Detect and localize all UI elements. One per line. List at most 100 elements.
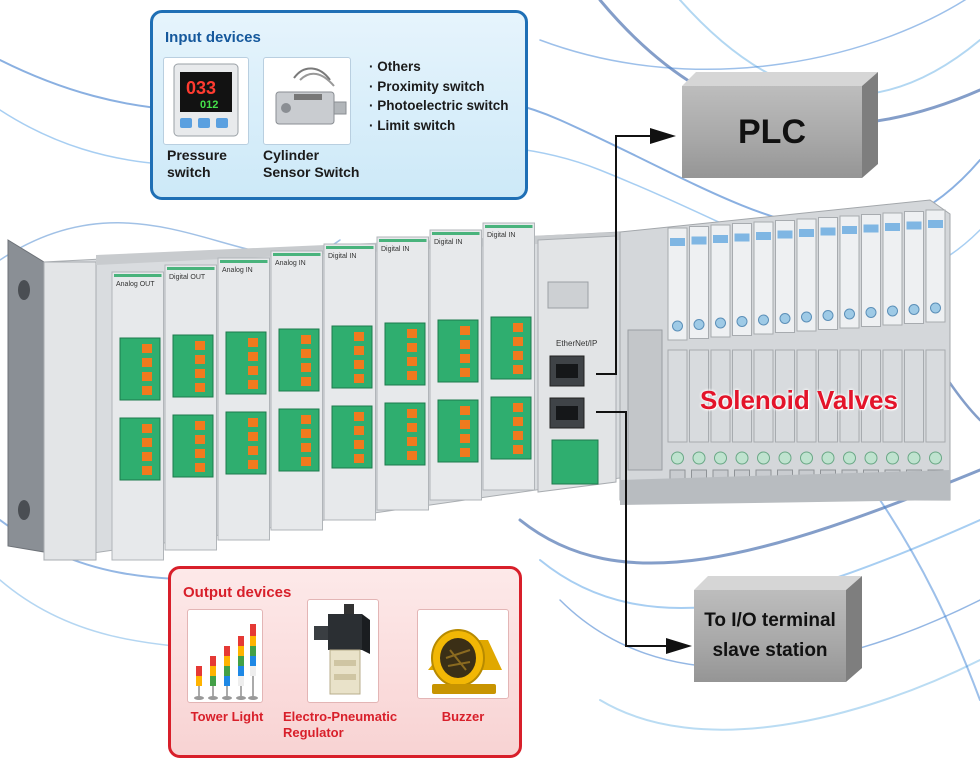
terminal-block <box>490 316 532 380</box>
valve-button <box>715 317 726 329</box>
plc-label: PLC <box>682 86 862 178</box>
valve-coil <box>732 223 752 336</box>
valve-body <box>796 349 817 443</box>
terminal-lever <box>301 415 311 424</box>
module-stripe <box>326 246 374 249</box>
terminal-block <box>437 399 479 463</box>
io-module: Digital OUT <box>164 264 217 551</box>
valve-stations <box>667 209 946 493</box>
terminal-lever <box>460 340 470 349</box>
cylinder-sensor-icon <box>275 67 347 125</box>
terminal-lever <box>513 323 523 332</box>
valve-station <box>861 214 881 493</box>
valve-station <box>667 227 688 493</box>
cylinder-sensor-line2: Sensor Switch <box>263 164 360 180</box>
regulator-label: Electro-Pneumatic Regulator <box>283 709 403 741</box>
terminal-lever <box>301 377 311 386</box>
valve-body <box>861 349 881 443</box>
valve-station <box>839 215 860 493</box>
module-label: Digital IN <box>381 246 409 253</box>
valve-body <box>753 349 774 443</box>
bullet-photoelectric-switch: · Photoelectric switch <box>369 98 509 113</box>
valve-coil <box>904 211 924 324</box>
valve-coil <box>796 218 817 332</box>
valve-port <box>886 451 899 465</box>
valve-indicator <box>863 224 879 233</box>
terminal-lever <box>460 420 470 429</box>
terminal-lever <box>407 423 417 432</box>
io-module: Digital IN <box>376 236 429 511</box>
valve-indicator <box>885 223 900 231</box>
module-label: Digital IN <box>487 232 515 239</box>
valve-button <box>908 304 920 315</box>
terminal-lever <box>301 363 311 372</box>
terminal-block <box>172 414 214 478</box>
bullet-proximity-switch: · Proximity switch <box>369 78 485 94</box>
cylinder-sensor-line1: Cylinder <box>263 147 320 163</box>
module-stripe <box>273 253 321 256</box>
valve-coil <box>861 214 881 327</box>
arrow-to-slave-icon <box>666 638 692 654</box>
terminal-block <box>331 405 373 469</box>
module-stripe <box>432 232 480 235</box>
terminal-lever <box>301 349 311 358</box>
valve-button <box>779 313 791 324</box>
terminal-block <box>384 322 426 386</box>
valve-port <box>671 451 684 465</box>
pressure-switch-icon: 033 012 <box>173 63 239 137</box>
pressure-switch-image: 033 012 <box>163 57 249 145</box>
module-face <box>111 271 164 561</box>
valve-coil <box>753 221 774 335</box>
terminal-lever <box>460 448 470 457</box>
solenoid-valves-label: Solenoid Valves <box>700 385 898 415</box>
terminal-block <box>437 319 479 383</box>
terminal-lever <box>460 326 470 335</box>
terminal-lever <box>354 440 364 449</box>
slave-station-box: To I/O terminal slave station <box>694 576 862 698</box>
valve-body <box>710 349 731 443</box>
pressure-switch-label: Pressure switch <box>167 147 227 181</box>
valve-coil <box>689 226 709 339</box>
terminal-lever <box>195 421 205 430</box>
valve-body <box>925 349 946 443</box>
valve-body <box>818 349 838 443</box>
buzzer-image <box>417 609 509 699</box>
terminal-lever <box>407 371 417 380</box>
module-stripe <box>485 225 533 228</box>
module-face <box>217 257 270 541</box>
module-label: Digital OUT <box>169 274 206 281</box>
terminal-lever <box>407 329 417 338</box>
module-label: Analog IN <box>222 267 253 274</box>
module-stripe <box>167 267 215 270</box>
terminal-lever <box>407 343 417 352</box>
valve-coil <box>775 220 795 333</box>
terminal-lever <box>142 452 152 461</box>
pressure-switch-line2: switch <box>167 164 211 180</box>
terminal-lever <box>248 352 258 361</box>
valve-port <box>864 451 878 465</box>
valve-station <box>710 224 731 493</box>
terminal-lever <box>142 344 152 353</box>
slave-station-line1: To I/O terminal <box>704 610 836 631</box>
valve-button <box>758 314 769 326</box>
terminal-lever <box>407 437 417 446</box>
ethernet-port-out[interactable] <box>549 397 585 429</box>
pressure-display-sub: 012 <box>200 99 218 111</box>
valve-body <box>667 349 688 443</box>
valve-port <box>907 451 921 465</box>
terminal-block <box>278 408 320 472</box>
terminal-lever <box>195 369 205 378</box>
valve-indicator <box>820 227 836 236</box>
valve-port <box>929 451 942 465</box>
output-devices-title: Output devices <box>183 584 292 601</box>
terminal-lever <box>142 372 152 381</box>
terminal-lever <box>301 429 311 438</box>
terminal-lever <box>195 463 205 472</box>
terminal-lever <box>354 426 364 435</box>
terminal-block <box>172 334 214 398</box>
module-stripe <box>114 274 162 277</box>
io-module: Analog IN <box>217 257 270 541</box>
valve-button <box>865 307 877 318</box>
